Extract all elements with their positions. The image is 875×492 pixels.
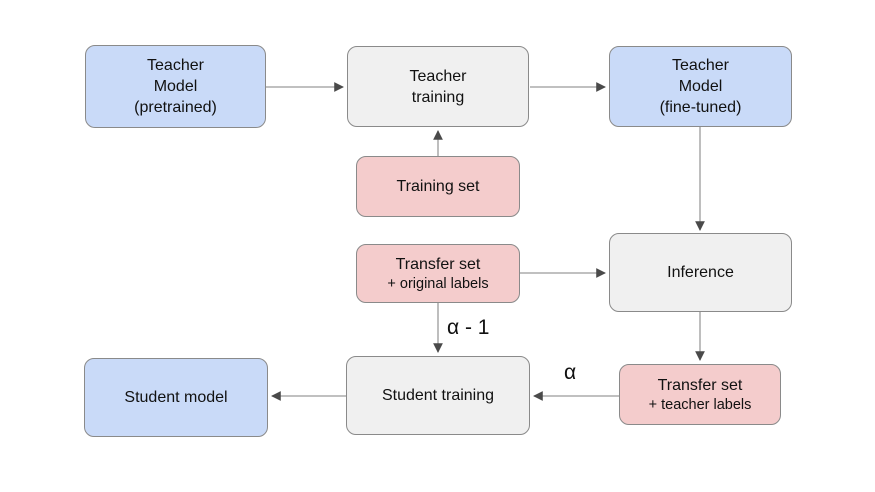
node-label-line: Teacher [672, 57, 729, 74]
node-teacher-training: Teacher training [347, 46, 529, 127]
node-training-set: Training set [356, 156, 520, 217]
node-label-line: Student model [124, 389, 228, 406]
node-label-line: Model [678, 78, 723, 95]
node-label-line: (pretrained) [134, 99, 217, 116]
node-label-line: Transfer set [395, 255, 481, 273]
node-student-training: Student training [346, 356, 530, 435]
node-transfer-set-teacher-labels: Transfer set + teacher labels [619, 364, 781, 425]
node-label-line: Transfer set [657, 376, 743, 394]
node-label-line: Inference [667, 264, 734, 281]
edge-label-alpha: α [564, 361, 577, 384]
node-label-line: + original labels [387, 275, 489, 292]
node-label-line: Teacher [409, 67, 467, 85]
node-transfer-set-original-labels: Transfer set + original labels [356, 244, 520, 303]
node-label-line: Teacher [147, 57, 204, 74]
node-label-line: + teacher labels [648, 396, 752, 413]
node-label-line: Model [153, 78, 198, 95]
node-label-line: training [411, 88, 465, 106]
node-teacher-model-pretrained: Teacher Model (pretrained) [85, 45, 266, 128]
node-label-line: (fine-tuned) [659, 99, 742, 116]
node-inference: Inference [609, 233, 792, 312]
edge-label-alpha-minus-one: α - 1 [447, 316, 490, 339]
node-teacher-model-finetuned: Teacher Model (fine-tuned) [609, 46, 792, 127]
node-student-model: Student model [84, 358, 268, 437]
node-label-line: Training set [396, 178, 480, 195]
node-label-line: Student training [381, 387, 495, 404]
